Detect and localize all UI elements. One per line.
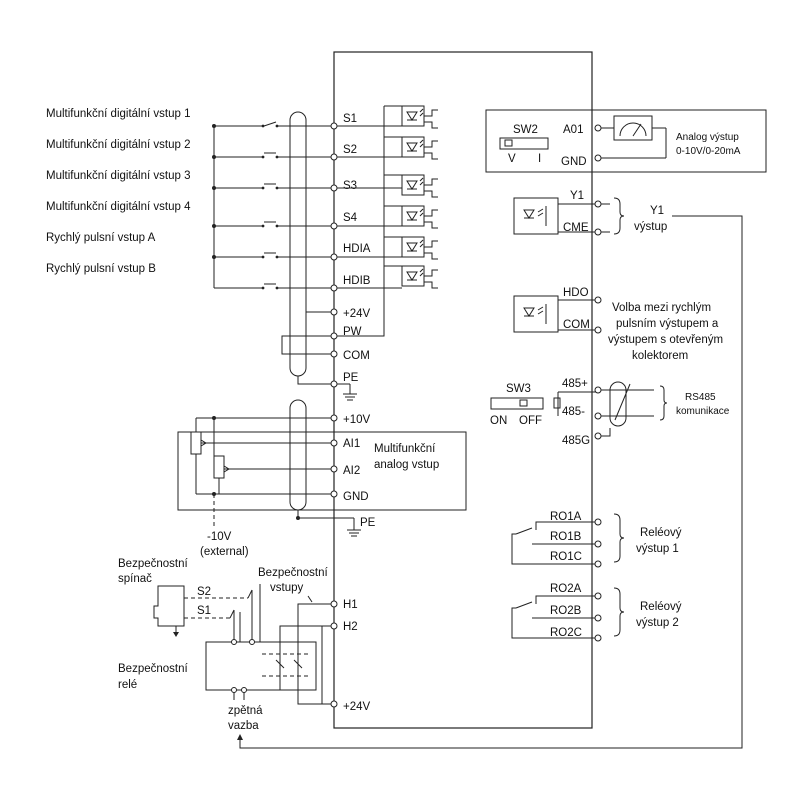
term-s3: S3 (343, 180, 357, 192)
sw2-v-label: V (508, 153, 516, 165)
safety-relay-label-1: Bezpečnostní (118, 663, 188, 675)
feedback-label-2: vazba (228, 720, 259, 732)
ext-note-label: (external) (200, 546, 249, 558)
term-s1: S1 (343, 113, 357, 125)
term-24v-b: +24V (343, 701, 371, 713)
di1-label: Multifunkční digitální vstup 1 (46, 108, 190, 120)
terminal-circles (231, 122, 602, 708)
ro2c-label: RO2C (550, 627, 582, 639)
safety-switch-label-1: Bezpečnostní (118, 558, 188, 570)
ro2b-label: RO2B (550, 605, 582, 617)
analog-input-label-1: Multifunkční (374, 443, 436, 455)
rs485-label-2: komunikace (676, 406, 730, 417)
y1-opto (513, 197, 559, 235)
hdia-label: Rychlý pulsní vstup A (46, 232, 156, 244)
ro1b-label: RO1B (550, 531, 582, 543)
di4-label: Multifunkční digitální vstup 4 (46, 201, 191, 213)
safety-s1-label: S1 (197, 605, 211, 617)
safety-relay-label-2: relé (118, 679, 137, 691)
sw3-label: SW3 (506, 383, 531, 395)
term-pe: PE (343, 372, 359, 384)
ro1c-label: RO1C (550, 551, 582, 563)
ro2a-label: RO2A (550, 583, 582, 595)
meter-icon (613, 115, 653, 141)
hdo-desc-4: kolektorem (632, 350, 688, 362)
term-hdia: HDIA (343, 243, 371, 255)
digital-input-wires (214, 121, 334, 289)
relay1-label-1: Reléový (640, 527, 682, 539)
hdo-desc-3: výstupem s otevřeným (608, 334, 723, 346)
a01-label: A01 (563, 124, 583, 136)
sw2-i-label: I (538, 153, 541, 165)
input-optocouplers (334, 105, 438, 337)
di2-label: Multifunkční digitální vstup 2 (46, 139, 190, 151)
rs485-g-label: 485G (562, 435, 590, 447)
digital-input-labels: Multifunkční digitální vstup 1 Multifunk… (46, 108, 191, 275)
junction-dots (212, 124, 300, 520)
term-com: COM (343, 350, 370, 362)
analog-shield-to-pe (297, 510, 354, 519)
relay2-label-1: Reléový (640, 601, 682, 613)
sw3-on-label: ON (490, 415, 507, 427)
hdo-opto (513, 295, 559, 333)
safety-s2-label: S2 (197, 586, 211, 598)
hdo-desc-1: Volba mezi rychlým (612, 302, 711, 314)
analog-out-label-2: 0-10V/0-20mA (676, 146, 741, 157)
relay2-label-2: výstup 2 (636, 617, 679, 629)
hdib-label: Rychlý pulsní vstup B (46, 263, 156, 275)
term-h1: H1 (343, 599, 358, 611)
analog-out-label-1: Analog výstup (676, 132, 739, 143)
inverter-box (333, 51, 593, 729)
rs485-shield (609, 381, 627, 427)
rs485-minus-label: 485- (562, 406, 585, 418)
rs485-plus-label: 485+ (562, 378, 588, 390)
y1-terminal-label: Y1 (570, 190, 584, 202)
term-10v: +10V (343, 414, 371, 426)
term-hdib: HDIB (343, 275, 371, 287)
ground-symbol-pe (334, 383, 357, 401)
y1-output-label-1: Y1 (650, 205, 664, 217)
analog-output-box (485, 109, 767, 173)
ext-voltage-label: -10V (207, 531, 232, 543)
term-s2: S2 (343, 144, 357, 156)
term-ai2: AI2 (343, 465, 360, 477)
term-s4: S4 (343, 212, 358, 224)
left-terminal-labels: S1 S2 S3 S4 HDIA HDIB +24V PW COM PE +10… (343, 113, 376, 713)
safety-switch-body (153, 585, 185, 627)
hdo-com-terminal-label: COM (563, 319, 590, 331)
ro1a-label: RO1A (550, 511, 582, 523)
cme-terminal-label: CME (563, 222, 589, 234)
term-h2: H2 (343, 621, 358, 633)
shield-to-pe (297, 376, 334, 385)
switch-contacts (261, 124, 279, 290)
rs485-label-1: RS485 (685, 392, 716, 403)
feedback-label-1: zpětná (228, 705, 263, 717)
safety-switch-label-2: spínač (118, 573, 152, 585)
potentiometer-1 (190, 431, 202, 455)
term-ai1: AI1 (343, 438, 360, 450)
hdo-desc-2: pulsním výstupem a (616, 318, 719, 330)
ground-symbol-pe2 (347, 518, 361, 537)
y1-output-label-2: výstup (634, 221, 667, 233)
analog-input-box (177, 431, 467, 511)
term-pw: PW (343, 326, 362, 338)
relay1-label-2: výstup 1 (636, 543, 679, 555)
sw3-off-label: OFF (519, 415, 542, 427)
safety-inputs-label-2: vstupy (270, 582, 303, 594)
potentiometer-2 (213, 455, 225, 479)
term-24v: +24V (343, 308, 371, 320)
y1-feedback-wire (239, 215, 743, 749)
sw2-label: SW2 (513, 124, 538, 136)
safety-inputs-label-1: Bezpečnostní (258, 567, 328, 579)
analog-gnd-label: GND (561, 156, 587, 168)
analog-input-label-2: analog vstup (374, 459, 439, 471)
sw3-switch (490, 397, 544, 410)
hdo-terminal-label: HDO (563, 287, 589, 299)
di3-label: Multifunkční digitální vstup 3 (46, 170, 190, 182)
term-gnd: GND (343, 491, 369, 503)
sw2-switch (499, 137, 549, 150)
safety-relay-box (205, 641, 317, 691)
term-pe2: PE (360, 517, 376, 529)
